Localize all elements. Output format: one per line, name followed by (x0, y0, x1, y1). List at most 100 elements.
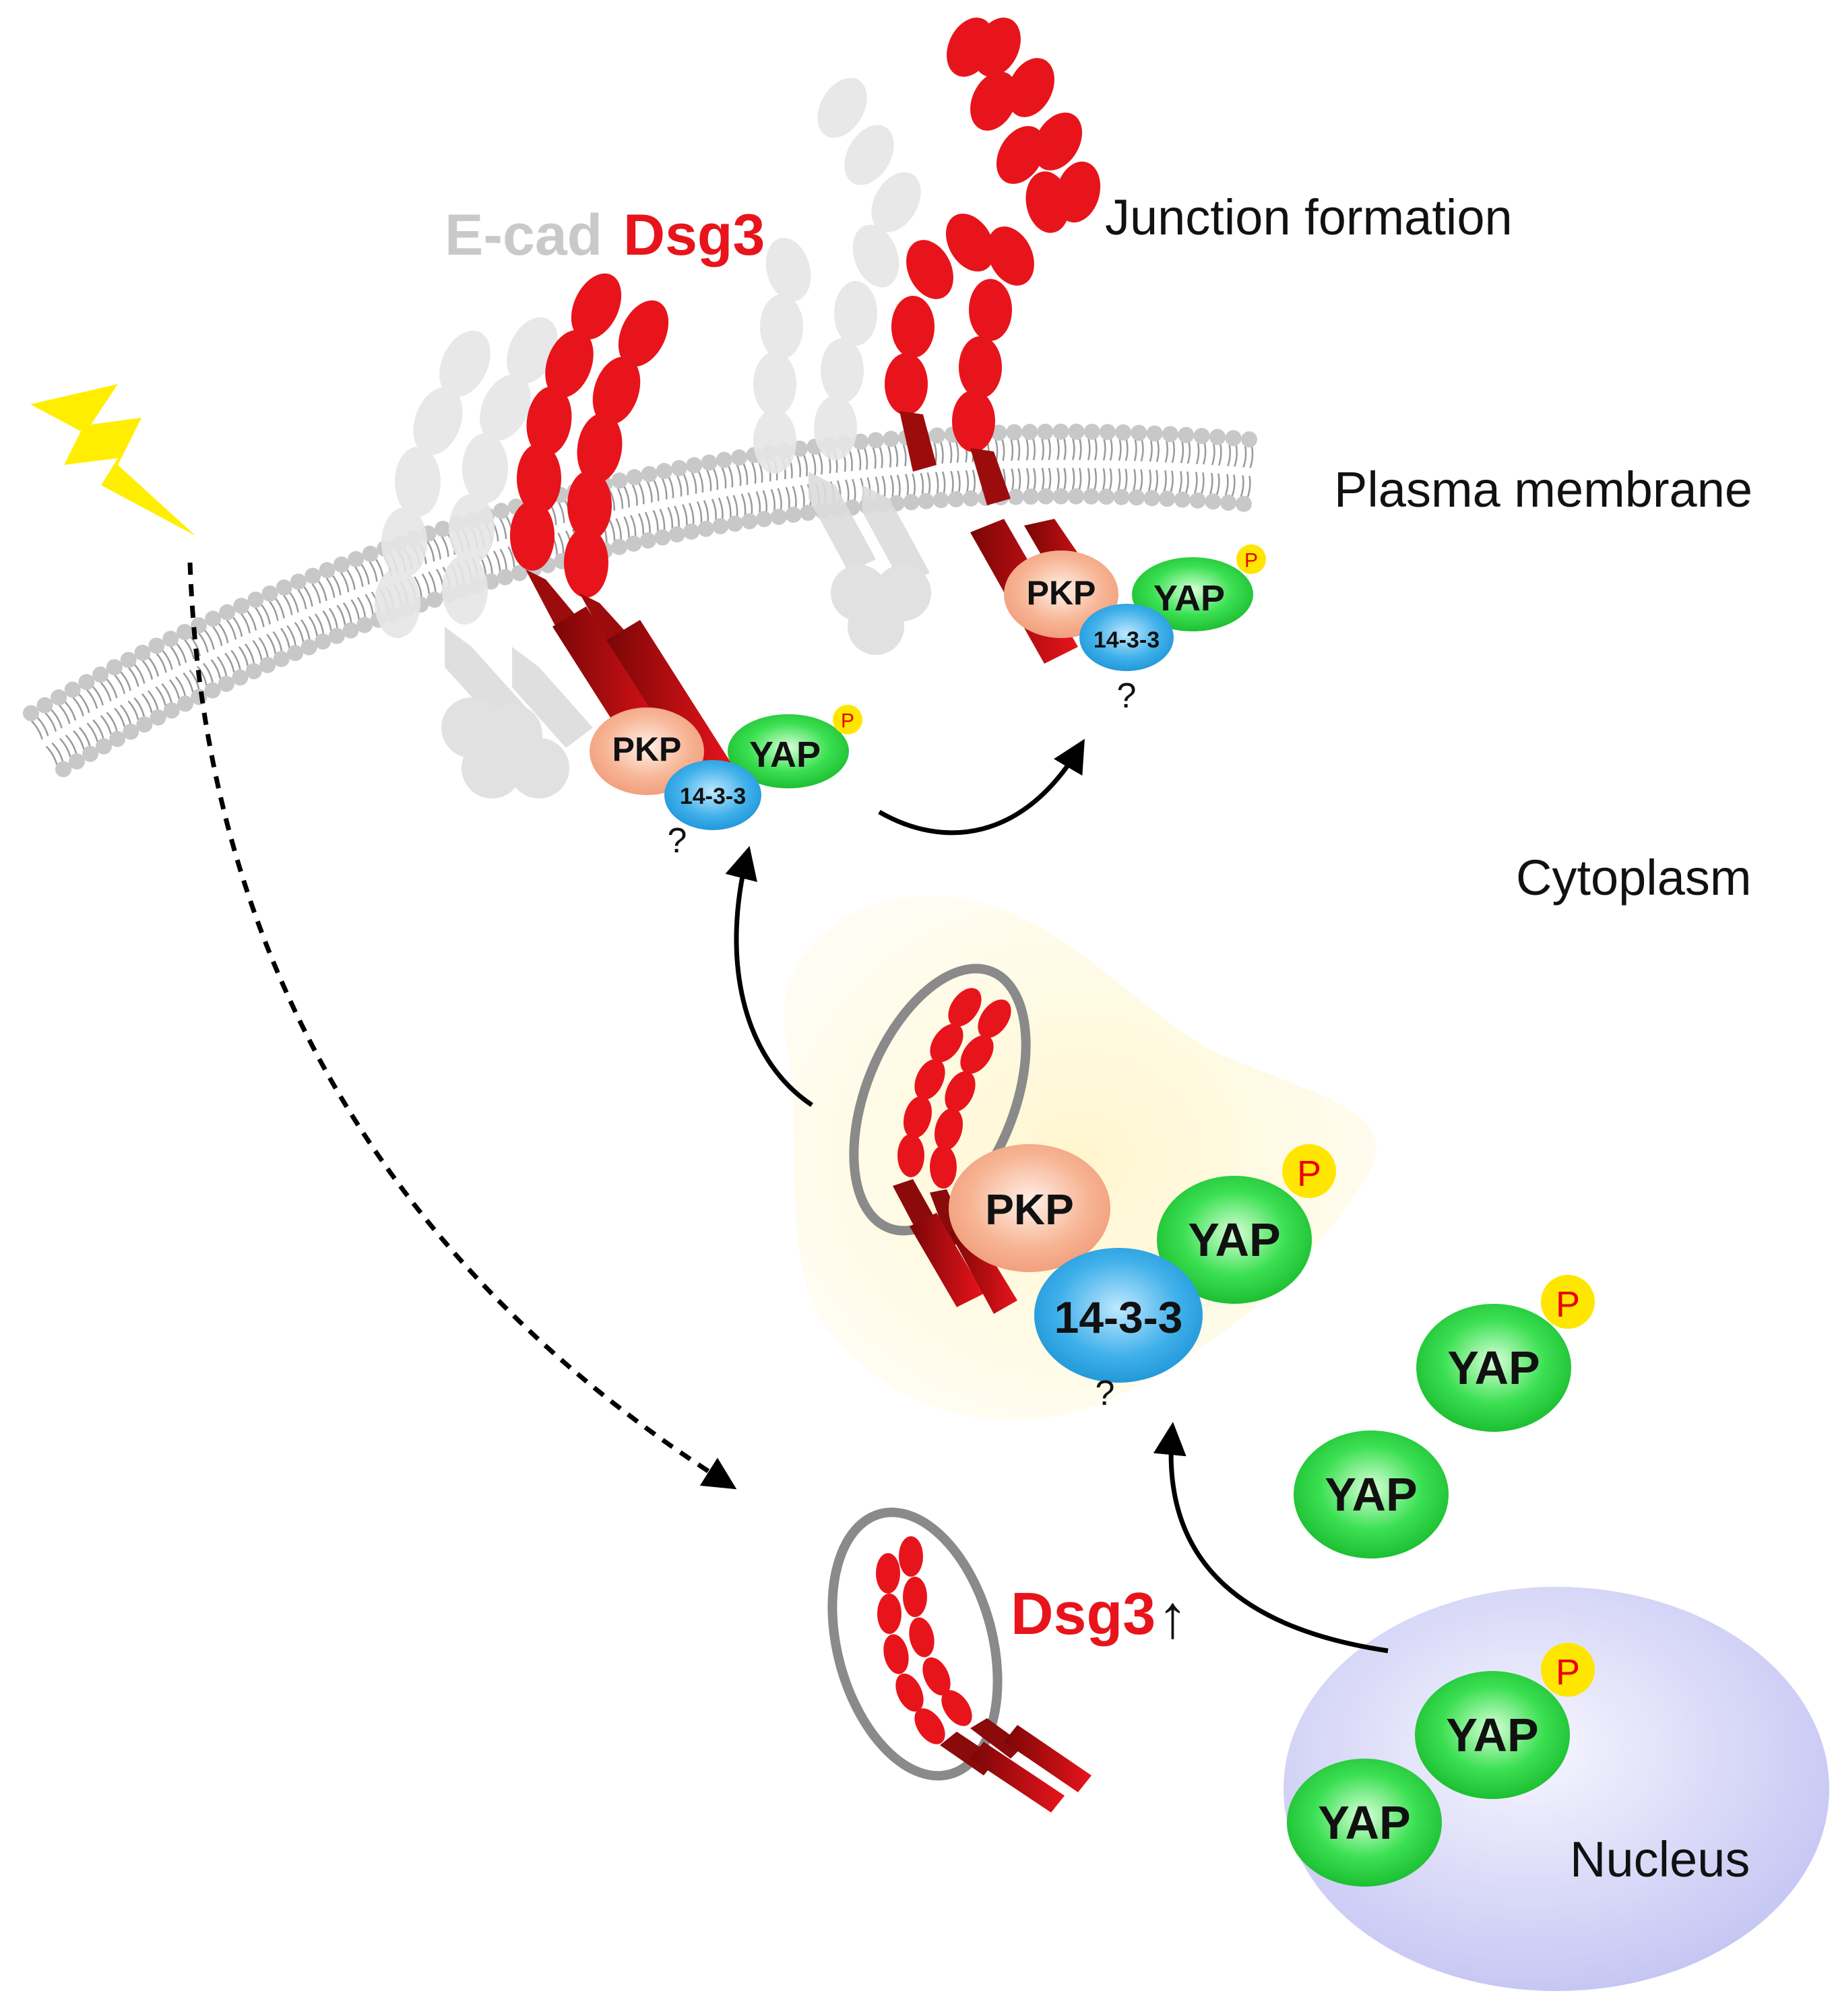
lipid-tail (1231, 474, 1236, 497)
lipid-tail (78, 726, 91, 747)
lipid-tail (190, 636, 201, 656)
lipid-tail (230, 650, 241, 670)
lipid-head (1068, 488, 1085, 505)
yap-protein (1294, 1430, 1449, 1558)
lipid-tail (889, 475, 894, 497)
lipid-tail (340, 571, 350, 593)
lipid-tail (210, 659, 222, 679)
lipid-tail (1195, 442, 1200, 464)
1433-protein (1034, 1248, 1203, 1383)
lipid-tail (331, 575, 342, 596)
lipid-head (319, 562, 336, 579)
lipid-head (671, 460, 688, 476)
lipid-head (177, 623, 193, 640)
unknown-mark: ? (1096, 1374, 1115, 1413)
phospho-label: P (1297, 1154, 1321, 1194)
lipid-tail (428, 571, 437, 592)
lipid-tail (1156, 440, 1160, 462)
lipid-tail (493, 550, 501, 572)
lipid-tail (202, 662, 214, 683)
lipid-tail (1056, 438, 1060, 460)
lipid-tail (106, 712, 118, 732)
lipid-tail (1234, 445, 1238, 467)
lipid-head (1225, 430, 1242, 447)
lipid-tail (303, 586, 313, 607)
lipid-tail (1108, 468, 1112, 491)
junction-formation-label: Junction formation (1105, 189, 1513, 245)
lipid-head (1159, 491, 1176, 507)
phospho-label: P (1244, 550, 1258, 572)
lipid-head (328, 627, 345, 644)
lipid-tail (1041, 468, 1045, 490)
lipid-tail (726, 496, 732, 517)
lipid-tail (127, 700, 139, 720)
plasma-membrane-label: Plasma membrane (1334, 462, 1752, 517)
lipid-tail (289, 592, 299, 612)
lipid-head (1162, 426, 1178, 443)
lipid-tail (1246, 476, 1251, 498)
lipid-tail (1133, 439, 1137, 462)
lipid-tail (65, 734, 77, 754)
lipid-tail (683, 474, 689, 496)
lipid-tail (441, 536, 449, 557)
lipid-tail (1041, 438, 1044, 461)
lipid-tail (147, 690, 159, 710)
lipid-head (1115, 424, 1132, 441)
lipid-tail (1209, 472, 1213, 495)
1433-protein (664, 760, 761, 830)
lipid-head (1189, 492, 1206, 509)
lipid-head (1083, 488, 1100, 505)
lipid-tail (1094, 468, 1098, 490)
lipid-tail (659, 508, 666, 530)
lipid-head (64, 681, 81, 698)
lipid-tail (421, 573, 431, 594)
cytoplasm-label: Cytoplasm (1516, 850, 1752, 906)
lipid-tail (1118, 439, 1122, 461)
pkp-complex-membrane-left: PKP YAP 14-3-3 P ? (590, 705, 862, 860)
lipid-tail (369, 561, 378, 582)
lipid-head (261, 585, 278, 602)
lipid-tail (818, 453, 823, 475)
lipid-tail (184, 639, 195, 660)
lipid-tail (106, 679, 118, 699)
lipid-tail (141, 693, 153, 713)
phospho-marker (1236, 544, 1266, 574)
lipid-tail (1094, 439, 1098, 461)
lipid-tail (133, 664, 146, 684)
pkp-complex-membrane-right: PKP YAP 14-3-3 P ? (1004, 544, 1266, 716)
lipid-tail (1164, 441, 1168, 463)
lipid-tail (718, 497, 724, 519)
lipid-tail (905, 474, 909, 496)
lipid-head (1083, 423, 1100, 440)
lipid-tail (1087, 439, 1091, 461)
lipid-tail (848, 449, 853, 472)
pkp-protein (949, 1144, 1110, 1272)
lipid-head (852, 433, 869, 450)
lipid-head (333, 556, 350, 573)
lipid-tail (689, 503, 695, 524)
lipid-tail (100, 715, 112, 735)
lipid-head (51, 689, 67, 706)
dsg3-upregulated-label: Dsg3 (1011, 1580, 1156, 1647)
lipid-head (716, 451, 732, 468)
lipid-head (120, 652, 137, 668)
lipid-head (233, 598, 250, 615)
lipid-tail (280, 627, 290, 648)
pkp-label: PKP (985, 1185, 1074, 1234)
phospho-marker (1541, 1643, 1595, 1697)
lipid-tail (887, 445, 892, 468)
lipid-tail (803, 455, 808, 477)
lipid-tail (661, 478, 668, 500)
lipid-tail (1211, 443, 1215, 466)
lipid-tail (51, 709, 63, 729)
lipid-tail (198, 632, 209, 653)
lipid-tail (792, 486, 797, 507)
lipid-tail (51, 742, 64, 762)
lipid-head (69, 753, 86, 770)
lipid-tail (114, 674, 126, 695)
lipid-tail (608, 519, 616, 541)
lipid-head (654, 529, 671, 546)
lipid-tail (354, 566, 364, 588)
lipid-tail (346, 569, 356, 590)
lipid-head (82, 745, 99, 762)
